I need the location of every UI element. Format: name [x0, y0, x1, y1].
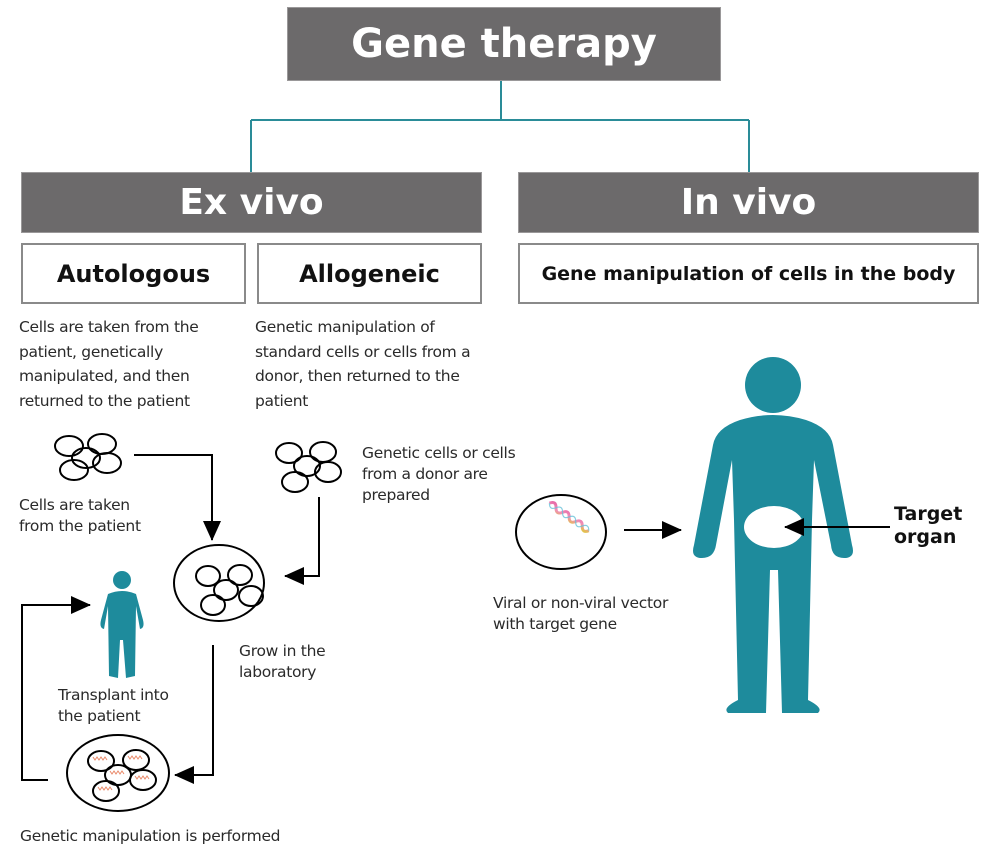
ex-vivo-header: Ex vivo	[21, 172, 482, 233]
culture-dish-icon	[173, 544, 265, 622]
in-vivo-header: In vivo	[518, 172, 979, 233]
body-figure-icon	[693, 357, 853, 713]
autologous-label: Autologous	[56, 259, 211, 288]
in-vivo-label: In vivo	[680, 182, 817, 223]
allogeneic-label: Allogeneic	[299, 259, 440, 288]
autologous-box: Autologous	[21, 243, 246, 304]
tree-connector	[250, 80, 750, 173]
target-organ-icon	[744, 506, 804, 548]
transplant-caption: Transplant into the patient	[58, 686, 169, 725]
vector-caption: Viral or non-viral vector with target ge…	[493, 594, 669, 633]
manipulation-caption: Genetic manipulation is performed	[20, 827, 281, 845]
title-text: Gene therapy	[351, 21, 657, 67]
in-vivo-subtitle: Gene manipulation of cells in the body	[541, 262, 956, 285]
allogeneic-description: Genetic manipulation of standard cells o…	[255, 318, 471, 410]
autologous-description: Cells are taken from the patient, geneti…	[19, 318, 199, 410]
in-vivo-subtitle-box: Gene manipulation of cells in the body	[518, 243, 979, 304]
target-organ-caption: Target organ	[894, 503, 963, 548]
page-title: Gene therapy	[287, 7, 721, 81]
arrow	[134, 454, 221, 541]
grow-caption: Grow in the laboratory	[239, 642, 326, 681]
patient-figure-icon	[100, 571, 144, 678]
arrow	[174, 645, 214, 784]
arrow	[284, 497, 320, 585]
gene-manipulation-dish-icon	[66, 734, 170, 812]
arrow	[21, 596, 91, 781]
allogeneic-box: Allogeneic	[257, 243, 482, 304]
allogeneic-step-caption: Genetic cells or cells from a donor are …	[362, 444, 516, 504]
ex-vivo-label: Ex vivo	[179, 182, 324, 223]
autologous-step-caption: Cells are taken from the patient	[19, 496, 141, 535]
vector-icon	[515, 494, 607, 570]
cell-cluster-icon	[54, 433, 122, 481]
cell-cluster-icon	[275, 441, 342, 493]
